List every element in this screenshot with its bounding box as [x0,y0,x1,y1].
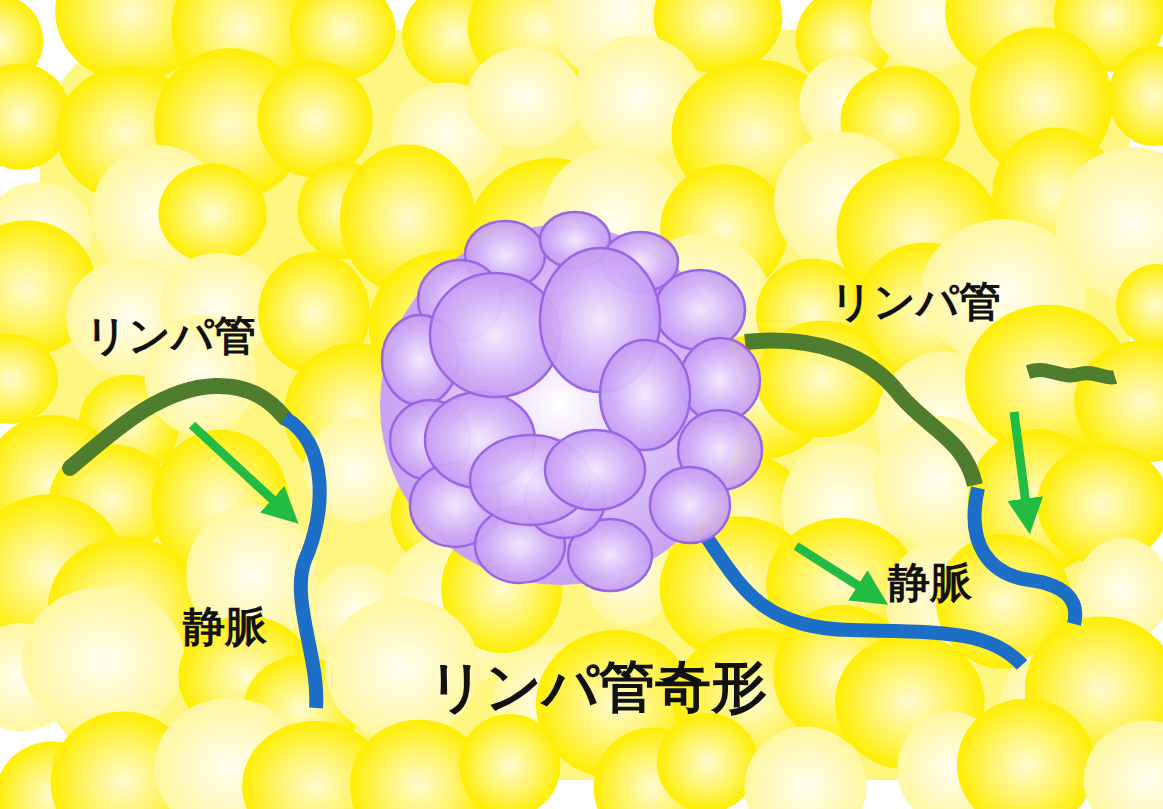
lymph-vessel [1028,370,1115,377]
flow-arrow [796,546,876,597]
fat-cell [158,164,266,263]
cyst [650,467,730,543]
fat-cell [957,699,1095,809]
figure-label: リンパ管奇形 [428,656,767,718]
vein [285,418,320,708]
fat-cell [0,334,58,424]
fat-ground [40,30,1130,780]
fat-cell [1116,264,1163,347]
lymph-vessel [70,386,285,468]
cyst [655,270,745,350]
part-label: 静脈 [888,560,972,606]
fat-cell [459,714,560,809]
fat-cell [745,727,867,809]
fat-cell [1109,46,1163,146]
fat-cell [258,61,373,178]
cyst [545,430,645,510]
part-label: リンパ管 [830,279,1001,325]
flow-arrow [1014,412,1028,520]
fat-cell [1084,720,1163,809]
part-label: リンパ管 [85,313,256,359]
fat-cell [657,713,758,809]
flow-arrow [192,425,288,514]
part-label: 静脈 [183,604,267,650]
fat-cell [1074,341,1163,464]
lymphatic-malformation [380,212,762,591]
lymph-vessel [745,341,975,485]
fat-cell [22,587,185,733]
vein [705,535,1022,665]
fat-cell [467,47,583,148]
